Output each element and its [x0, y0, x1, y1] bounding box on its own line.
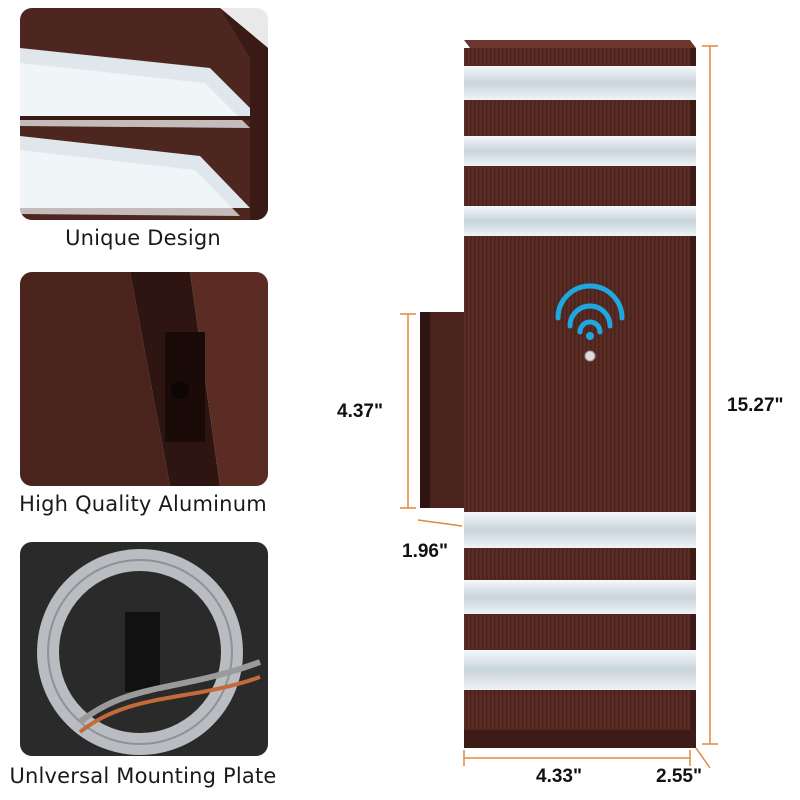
dimension-width: 4.33": [536, 766, 582, 787]
dimension-mount-height: 4.37": [337, 401, 383, 422]
mounting-plate-photo: [20, 542, 268, 756]
dimension-total-height: 15.27": [727, 395, 784, 416]
glass-band-top-3: [464, 206, 696, 236]
lamp-body: [464, 40, 696, 748]
glass-band-bottom-3: [464, 650, 696, 690]
product-diagram: [400, 40, 718, 769]
glass-band-bottom-1: [464, 512, 696, 548]
motion-sensor-icon: [555, 283, 625, 362]
feature-caption-design: Unique Design: [65, 226, 221, 250]
feature-image-aluminum: [20, 272, 268, 486]
glass-band-top-2: [464, 136, 696, 166]
glass-band-top-1: [464, 66, 696, 100]
aluminum-closeup-photo: [20, 272, 268, 486]
dimension-depth: 2.55": [656, 766, 702, 787]
mounting-base: [420, 312, 470, 508]
feature-image-plate: [20, 542, 268, 756]
lamp-closeup-photo: [20, 8, 268, 220]
feature-image-design: [20, 8, 268, 220]
feature-caption-aluminum: High Quality Aluminum: [19, 492, 267, 516]
dimension-lines: [400, 45, 718, 769]
feature-caption-plate: Unlversal Mounting Plate: [9, 764, 277, 788]
dimension-mount-depth: 1.96": [402, 541, 448, 562]
glass-band-bottom-2: [464, 580, 696, 614]
